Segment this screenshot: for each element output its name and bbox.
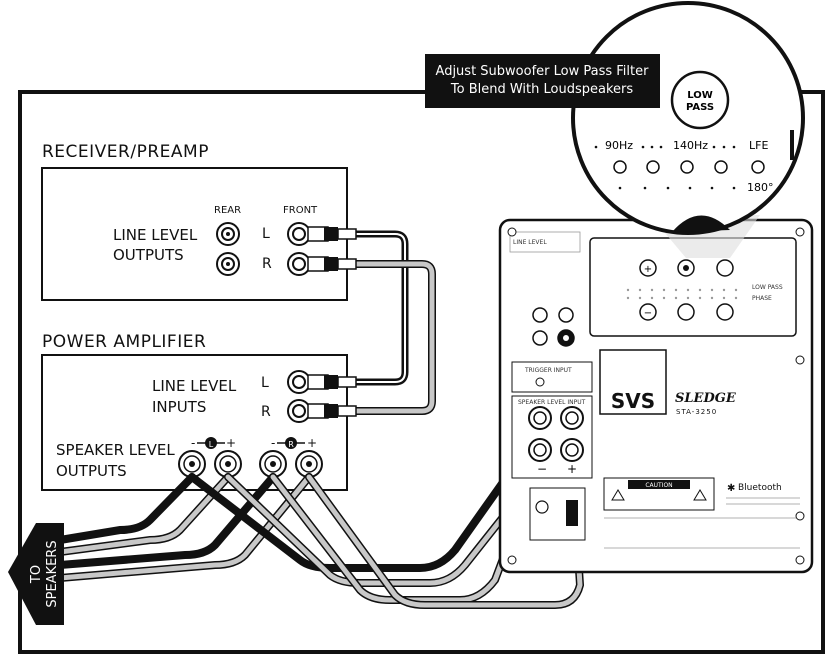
amplifier-inputs-label-2: INPUTS: [152, 398, 206, 416]
sub-low-pass-label: LOW PASS: [752, 284, 783, 291]
sub-phase-label: PHASE: [752, 295, 772, 302]
to-speakers-line2: SPEAKERS: [45, 540, 60, 607]
bluetooth-icon: ✱: [727, 483, 735, 494]
callout-line-2: To Blend With Loudspeakers: [450, 82, 633, 97]
amp-post-l-minus: [178, 450, 206, 478]
zoom-knob-label-1: LOW: [687, 90, 713, 101]
svg-text:+: +: [644, 264, 652, 275]
receiver-outputs-label-2: OUTPUTS: [113, 246, 184, 264]
sub-model-number: STA-3250: [676, 408, 717, 416]
receiver-front-label: FRONT: [283, 205, 318, 216]
receiver-left-label: L: [262, 226, 270, 242]
callout-box: Adjust Subwoofer Low Pass Filter To Blen…: [425, 54, 660, 108]
receiver-outputs-label-1: LINE LEVEL: [113, 226, 198, 244]
to-speakers-arrow: TO SPEAKERS: [8, 523, 64, 625]
amplifier-right-label: R: [261, 404, 271, 420]
to-speakers-line1: TO: [29, 565, 44, 584]
sub-bluetooth: Bluetooth: [738, 483, 782, 493]
receiver-rear-label: REAR: [214, 205, 241, 216]
amp-post-r-minus: [259, 450, 287, 478]
rca-cable-left: [355, 230, 409, 386]
zoom-freq-140: 140Hz: [673, 139, 708, 152]
sub-minus: −: [537, 462, 547, 476]
rca-cable-right: [355, 260, 436, 415]
rca-plug-receiver-r: [307, 256, 357, 272]
sub-speaker-level-label: SPEAKER LEVEL INPUT: [518, 399, 586, 406]
receiver-rear-jack-r: [216, 252, 240, 276]
sub-caution: CAUTION: [645, 482, 672, 489]
amp-channel-l-marker: L: [197, 437, 225, 449]
callout-line-1: Adjust Subwoofer Low Pass Filter: [436, 64, 650, 79]
amp-minus-2: -: [271, 436, 275, 450]
outer-frame: [18, 90, 825, 654]
amp-post-r-plus: [295, 450, 323, 478]
amplifier-left-label: L: [261, 375, 269, 391]
amp-channel-r-marker: R: [277, 437, 305, 449]
rca-plug-amp-l: [307, 374, 357, 390]
sub-model: SLEDGE: [675, 391, 737, 406]
zoom-freq-lfe: LFE: [749, 139, 768, 152]
amplifier-speaker-label-2: OUTPUTS: [56, 462, 127, 480]
svg-text:L: L: [209, 440, 214, 449]
amplifier-input-jack-r: [287, 399, 311, 423]
amp-plus-2: +: [307, 436, 317, 450]
zoom-freq-90: 90Hz: [605, 139, 633, 152]
sub-speaker-post-1: [528, 406, 552, 430]
svg-text:R: R: [288, 440, 294, 449]
sub-brand: SVS: [611, 389, 655, 413]
sub-speaker-post-2: [560, 406, 584, 430]
amplifier-title: POWER AMPLIFIER: [42, 332, 206, 352]
rca-plug-amp-r: [307, 403, 357, 419]
svg-text:−: −: [644, 308, 652, 319]
low-pass-magnifier: LOW PASS 90Hz 140Hz LFE 180°: [571, 1, 805, 235]
speaker-wires: [56, 426, 585, 609]
zoom-knob-label-2: PASS: [686, 102, 714, 113]
rca-plug-receiver-l: [307, 226, 357, 242]
amplifier-speaker-label-1: SPEAKER LEVEL: [56, 441, 175, 459]
sub-line-level-label: LINE LEVEL: [513, 239, 547, 246]
amplifier-input-jack-l: [287, 370, 311, 394]
receiver-right-label: R: [262, 256, 272, 272]
receiver-title: RECEIVER/PREAMP: [42, 142, 209, 162]
receiver-front-jack-r: [287, 252, 311, 276]
amplifier-inputs-label-1: LINE LEVEL: [152, 377, 237, 395]
sub-speaker-post-3: [528, 438, 552, 462]
subwoofer-rear-panel: LINE LEVEL + LOW PASS PHASE − TRIGGER IN…: [498, 218, 814, 574]
amp-minus-1: -: [191, 436, 195, 450]
receiver-rear-jack-l: [216, 222, 240, 246]
receiver-front-jack-l: [287, 222, 311, 246]
zoom-phase-180: 180°: [747, 181, 774, 194]
sub-trigger-label: TRIGGER INPUT: [524, 367, 572, 374]
sub-speaker-post-4: [560, 438, 584, 462]
amp-plus-1: +: [226, 436, 236, 450]
sub-plus: +: [567, 462, 577, 476]
